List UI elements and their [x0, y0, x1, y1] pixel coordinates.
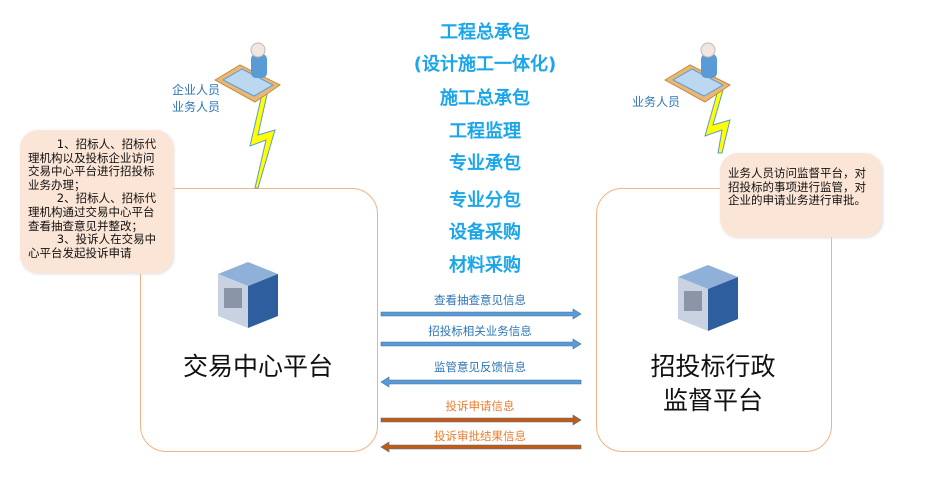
right-note: 业务人员访问监督平台，对招投标的事项进行监管，对企业的申请业务进行审批。: [720, 153, 882, 237]
note-line: 2、招标人、招标代理机构通过交易中心平台查看抽查意见并整改；: [28, 191, 157, 233]
category-item: 材料采购: [449, 255, 521, 276]
lightning-bolt-left-icon: [249, 89, 276, 189]
role-label: 业务人员: [632, 95, 681, 109]
user-computer-left-icon: [213, 42, 281, 103]
flow-arrow-left: [380, 441, 582, 453]
note-line: 1、招标人、招标代理机构以及投标企业访问交易中心平台进行招投标业务办理；: [28, 137, 157, 192]
role-label: 企业人员: [172, 83, 221, 97]
title-line: 招投标行政: [650, 352, 776, 381]
server-right-icon: [678, 265, 738, 331]
category-item: 工程监理: [449, 121, 521, 142]
flow-label: 招投标相关业务信息: [428, 324, 532, 338]
category-item: 专业分包: [449, 190, 521, 211]
flow-arrow-right: [380, 308, 582, 320]
flow-label: 监管意见反馈信息: [434, 360, 526, 374]
left-note: 1、招标人、招标代理机构以及投标企业访问交易中心平台进行招投标业务办理； 2、招…: [20, 130, 173, 273]
category-item: 施工总承包: [440, 88, 530, 109]
flow-label: 查看抽查意见信息: [434, 293, 526, 307]
note-text: 业务人员访问监督平台，对招投标的事项进行监管，对企业的申请业务进行审批。: [728, 166, 866, 208]
right-roles: 业务人员: [632, 94, 680, 111]
category-item: 工程总承包: [440, 22, 530, 43]
role-label: 业务人员: [172, 100, 221, 114]
user-computer-right-icon: [663, 42, 731, 103]
server-left-icon: [218, 262, 278, 328]
title-line: 监督平台: [662, 386, 763, 415]
supervision-platform-title: 招投标行政 监督平台: [596, 350, 830, 418]
left-roles: 企业人员 业务人员: [172, 82, 220, 116]
category-item: (设计施工一体化): [413, 54, 557, 75]
lightning-bolt-right-icon: [704, 89, 731, 154]
category-item: 设备采购: [449, 222, 521, 243]
flow-label: 投诉审批结果信息: [434, 429, 526, 443]
trading-center-title: 交易中心平台: [182, 352, 333, 381]
flow-label: 投诉申请信息: [445, 399, 515, 413]
flow-arrow-right: [380, 338, 582, 350]
flow-arrow-right: [380, 414, 582, 426]
category-item: 专业承包: [449, 153, 521, 174]
flow-arrow-left: [380, 376, 582, 388]
note-line: 3、投诉人在交易中心平台发起投诉申请: [28, 232, 157, 260]
